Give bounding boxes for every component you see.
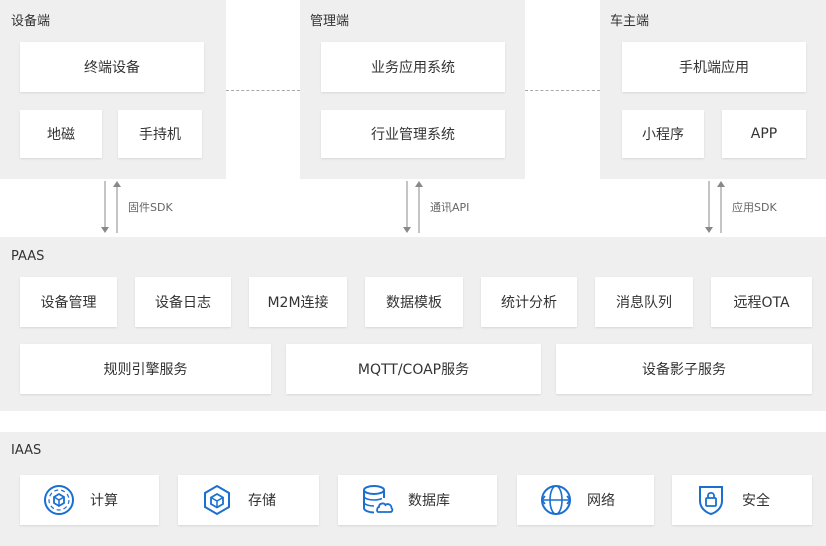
iaas-label: 计算: [90, 493, 118, 509]
owner-arrows: [705, 181, 725, 233]
connector-management-owner: [525, 90, 600, 91]
security-icon: [694, 483, 728, 517]
mqtt-coap-box: MQTT/COAP服务: [286, 344, 541, 394]
terminal-device-box: 终端设备: [20, 42, 204, 92]
paas-item: 消息队列: [595, 277, 693, 327]
iaas-compute: 计算: [20, 475, 159, 525]
iaas-label: 数据库: [408, 493, 450, 509]
compute-icon: [42, 483, 76, 517]
iaas-label: 安全: [742, 493, 770, 509]
iaas-network: 网络: [517, 475, 654, 525]
paas-item: 设备管理: [20, 277, 117, 327]
mobile-app-box: 手机端应用: [622, 42, 806, 92]
iaas-label: 存储: [248, 493, 276, 509]
communication-api-label: 通讯API: [430, 201, 470, 214]
device-panel-title: 设备端: [11, 14, 51, 29]
device-arrows: [101, 181, 121, 233]
paas-item: M2M连接: [249, 277, 347, 327]
application-sdk-label: 应用SDK: [732, 201, 777, 214]
app-box: APP: [722, 110, 806, 158]
iaas-storage: 存储: [178, 475, 319, 525]
iaas-database: 数据库: [338, 475, 497, 525]
database-icon: [360, 483, 394, 517]
geomagnetic-box: 地磁: [20, 110, 102, 158]
paas-item: 设备日志: [135, 277, 231, 327]
paas-item: 统计分析: [481, 277, 577, 327]
paas-item: 数据模板: [365, 277, 463, 327]
industry-system-box: 行业管理系统: [321, 110, 505, 158]
management-arrows: [403, 181, 423, 233]
paas-item: 远程OTA: [711, 277, 812, 327]
connector-device-management: [226, 90, 300, 91]
owner-panel-title: 车主端: [610, 14, 650, 29]
iaas-title: IAAS: [11, 443, 42, 458]
rule-engine-box: 规则引擎服务: [20, 344, 271, 394]
device-shadow-box: 设备影子服务: [556, 344, 812, 394]
paas-title: PAAS: [11, 249, 45, 264]
storage-icon: [200, 483, 234, 517]
firmware-sdk-label: 固件SDK: [128, 201, 173, 214]
network-icon: [539, 483, 573, 517]
mini-program-box: 小程序: [622, 110, 704, 158]
business-system-box: 业务应用系统: [321, 42, 505, 92]
iaas-security: 安全: [672, 475, 812, 525]
handheld-box: 手持机: [118, 110, 202, 158]
management-panel-title: 管理端: [310, 14, 350, 29]
iaas-label: 网络: [587, 493, 615, 509]
